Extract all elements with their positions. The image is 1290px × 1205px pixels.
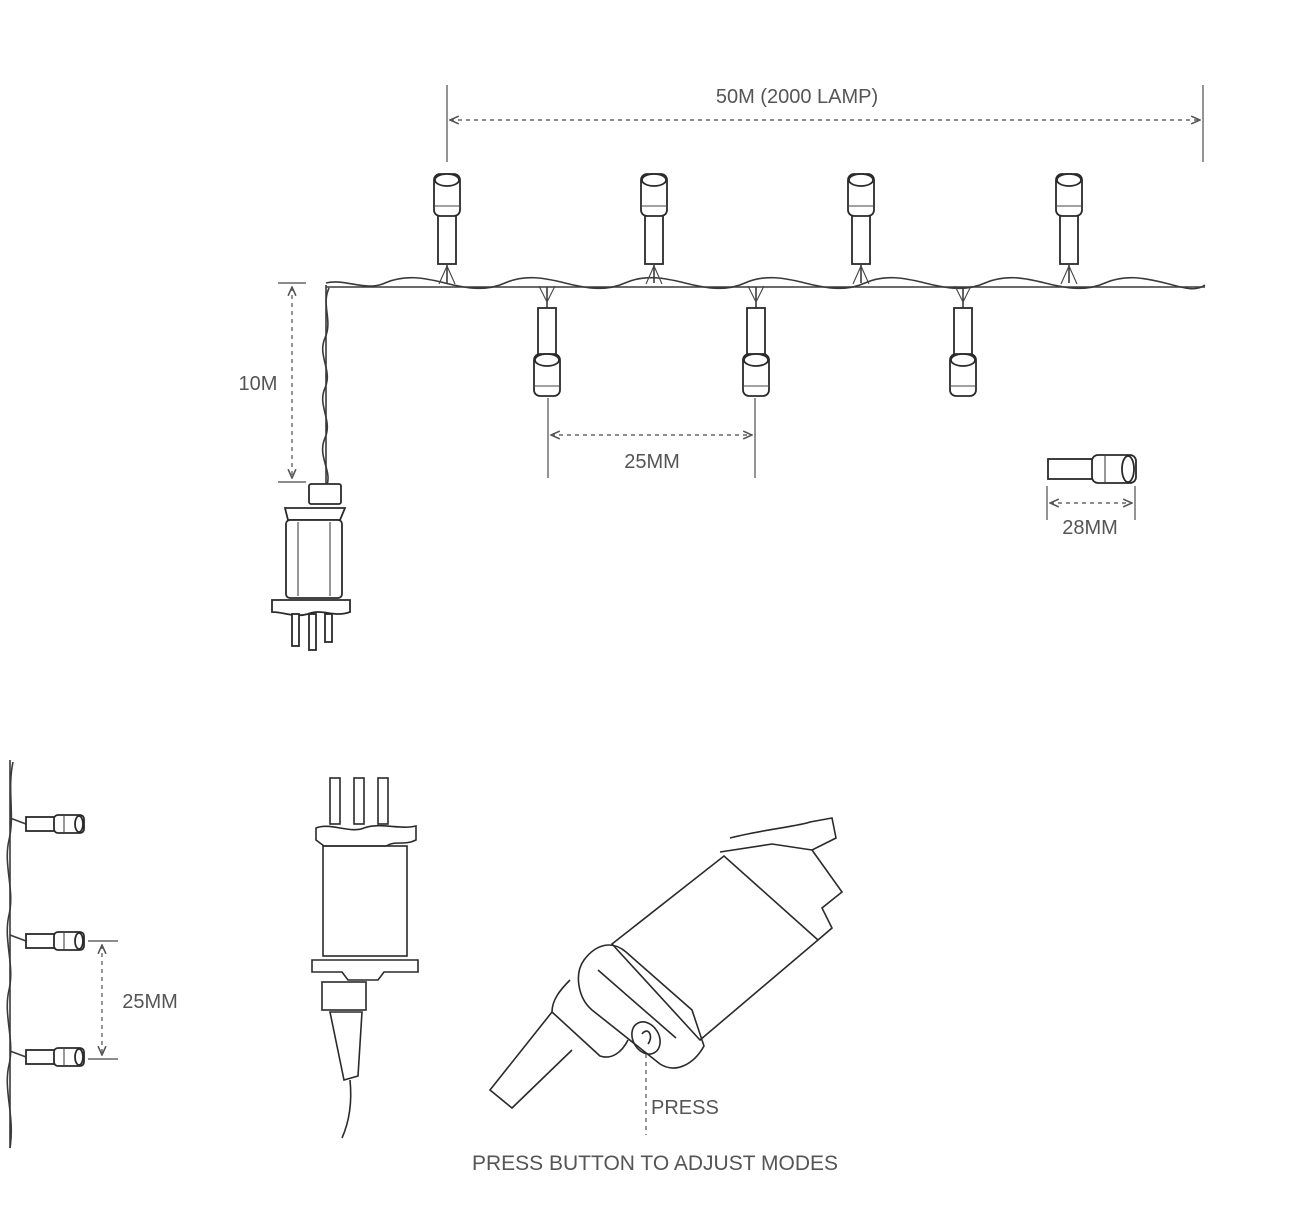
lamp-spacing-dimension: 25MM [547, 398, 756, 478]
lamp-spacing-label: 25MM [624, 451, 680, 473]
total-length-dimension: 50M (2000 LAMP) [446, 85, 1204, 162]
main-wire [325, 276, 1206, 290]
transformer-front-icon [311, 777, 419, 1139]
total-length-label: 50M (2000 LAMP) [716, 86, 878, 108]
lamp-size-dimension: 28MM [1046, 486, 1136, 539]
lamps-below-wire [533, 285, 977, 397]
side-view-string [6, 760, 14, 1149]
side-lamp-icon [9, 931, 85, 951]
side-view-lamps [9, 814, 85, 1067]
lamp-up-icon [1055, 173, 1083, 285]
lamp-size-label: 28MM [1062, 517, 1118, 539]
side-lamp-icon [9, 814, 85, 834]
controller-button-icon [488, 817, 844, 1110]
side-spacing-dimension: 25MM [88, 940, 178, 1060]
instruction-text: PRESS BUTTON TO ADJUST MODES [472, 1152, 838, 1175]
lead-length-label: 10M [239, 373, 278, 395]
lamp-up-icon [433, 173, 461, 285]
side-spacing-label: 25MM [122, 991, 178, 1013]
single-lamp-icon [1047, 454, 1137, 484]
lamp-down-icon [742, 285, 770, 397]
lamp-down-icon [533, 285, 561, 397]
lamp-up-icon [640, 173, 668, 285]
lead-length-dimension: 10M [239, 282, 306, 483]
press-label: PRESS [651, 1097, 719, 1119]
lead-wire [321, 285, 330, 486]
lamp-down-icon [949, 285, 977, 397]
side-lamp-icon [9, 1047, 85, 1067]
press-callout: PRESS [645, 1054, 719, 1135]
lamps-above-wire [433, 173, 1083, 285]
lamp-up-icon [847, 173, 875, 285]
transformer-plug-icon [271, 483, 351, 651]
